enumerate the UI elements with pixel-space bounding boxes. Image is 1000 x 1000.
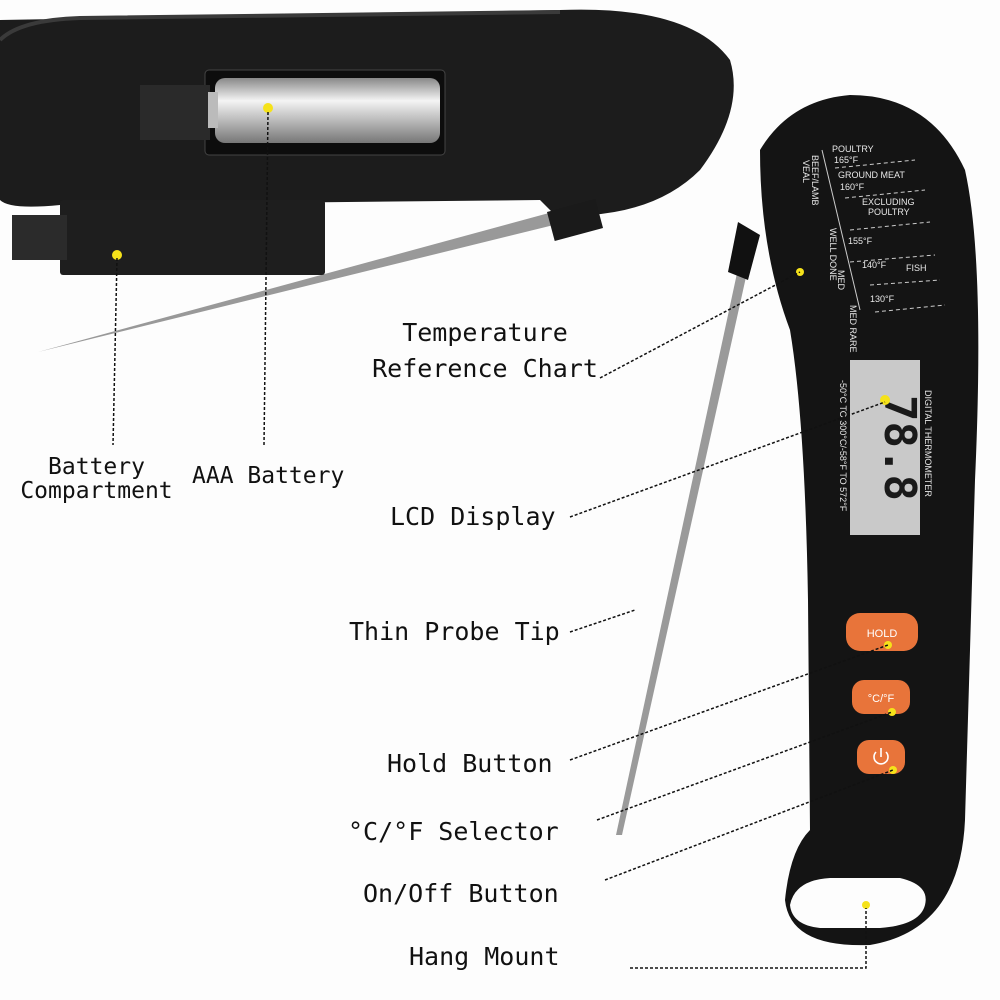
marker-dot <box>263 103 273 113</box>
unit-button[interactable] <box>852 680 910 714</box>
power-icon <box>873 748 889 765</box>
svg-text:DIGITAL THERMOMETER: DIGITAL THERMOMETER <box>923 390 933 497</box>
callout-line: Temperature <box>402 318 568 347</box>
marker-dot <box>112 250 122 260</box>
marker-dot <box>862 901 870 909</box>
callout-power-button: On/Off Button <box>363 879 559 908</box>
svg-text:°C/°F: °C/°F <box>868 693 895 705</box>
callout-hold-button: Hold Button <box>387 749 553 778</box>
callout-line: Battery <box>48 454 145 480</box>
callout-lcd-display: LCD Display <box>390 502 556 531</box>
leader-lines <box>112 111 894 969</box>
callout-unit-selector: °C/°F Selector <box>348 817 559 846</box>
probe <box>616 250 752 835</box>
chart-text: 160°F <box>840 182 865 192</box>
chart-text: MED <box>836 270 846 291</box>
callout-temperature-chart: Temperature Reference Chart <box>360 320 610 382</box>
callout-line: Reference Chart <box>372 354 598 383</box>
chart-text: BEEF/LAMB <box>810 155 820 206</box>
aaa-battery <box>215 78 440 143</box>
chart-divider <box>869 279 941 286</box>
hold-button[interactable] <box>846 613 918 651</box>
lcd-screen <box>850 360 920 535</box>
chart-text: WELL DONE <box>828 228 838 281</box>
chart-text: VEAL <box>801 160 811 183</box>
chart-text: POULTRY <box>868 207 910 217</box>
hang-mount-hole <box>790 878 926 928</box>
chart-text: GROUND MEAT <box>838 170 905 180</box>
chart-text: FISH <box>906 263 927 273</box>
callout-line: Compartment <box>20 478 173 504</box>
callout-aaa-battery: AAA Battery <box>192 463 345 489</box>
svg-text:-50°C TO 300°C/-58°F TO 572°F: -50°C TO 300°C/-58°F TO 572°F <box>838 380 848 512</box>
thermometer: 78.8 DIGITAL THERMOMETER -50°C TO 300°C/… <box>616 95 979 946</box>
chart-divider <box>849 221 931 231</box>
chart-text: EXCLUDING <box>862 197 915 207</box>
callout-battery-compartment: Battery Compartment <box>14 455 179 503</box>
battery-cover <box>60 200 325 275</box>
chart-text: 130°F <box>870 294 895 304</box>
callout-probe-tip: Thin Probe Tip <box>349 617 560 646</box>
chart-divider <box>834 159 916 169</box>
marker-dot <box>884 641 892 649</box>
chart-text: 155°F <box>848 236 873 246</box>
lcd-value: 78.8 <box>874 395 925 501</box>
chart-divider <box>844 189 926 199</box>
marker-dot <box>889 766 897 774</box>
callout-hang-mount: Hang Mount <box>409 942 560 971</box>
svg-text:HOLD: HOLD <box>867 628 898 640</box>
chart-divider <box>849 254 936 263</box>
chart-text: 165°F <box>834 155 859 165</box>
chart-text: 140°F <box>862 260 887 270</box>
chart-divider <box>874 304 946 313</box>
chart-text: POULTRY <box>832 144 874 154</box>
battery-closeup <box>0 9 734 352</box>
probe-closeup <box>38 210 566 352</box>
chart-axis <box>821 149 861 311</box>
chart-text: MED RARE <box>848 305 858 353</box>
marker-dot <box>888 708 896 716</box>
